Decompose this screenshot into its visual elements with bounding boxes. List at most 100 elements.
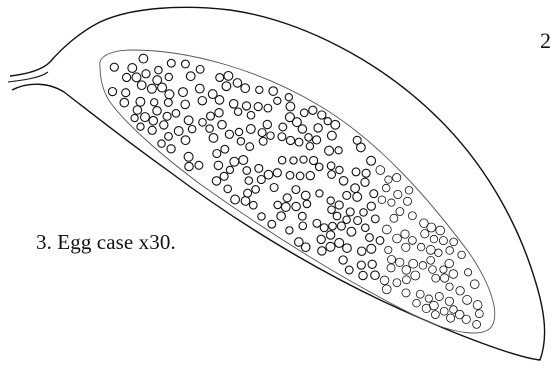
egg [327,197,334,204]
egg [402,276,410,284]
egg [286,136,294,144]
egg [155,66,163,74]
egg [361,178,369,186]
egg [132,73,141,82]
egg [243,167,251,175]
egg [139,54,148,63]
egg [366,234,374,242]
egg [158,140,165,147]
egg [245,177,253,185]
egg [367,156,376,165]
egg [435,292,443,300]
egg [431,311,439,319]
egg [274,201,282,209]
egg [429,266,437,274]
egg [172,109,180,117]
egg [475,310,483,318]
egg [181,100,190,109]
egg [403,197,411,205]
egg [360,209,367,216]
egg [351,184,360,193]
egg [401,230,409,238]
egg [195,84,204,93]
edge-figure-number: 2 [540,30,551,52]
egg [264,104,272,112]
egg [300,109,308,117]
egg [439,237,447,245]
egg [108,87,116,95]
egg [473,301,482,310]
egg [362,169,370,177]
egg [225,130,233,138]
egg [328,171,336,179]
egg [419,262,427,270]
egg [188,125,195,132]
egg [198,96,206,104]
egg [242,102,250,110]
egg [218,120,227,129]
egg [278,133,286,141]
egg [347,227,356,236]
egg [473,320,481,328]
egg [254,103,262,111]
egg [446,283,453,290]
egg [148,126,156,134]
egg [440,274,448,282]
figure-caption: 3. Egg case x30. [36,230,176,255]
egg [432,274,440,282]
egg [449,270,458,279]
egg [167,145,175,153]
egg [425,295,432,302]
egg [346,208,354,216]
egg [234,108,241,115]
egg [394,190,402,198]
egg [167,59,175,67]
egg [335,238,344,247]
egg [295,138,303,146]
egg [367,202,375,210]
egg [326,231,334,239]
egg [255,164,263,172]
egg [226,166,233,173]
egg [209,134,218,143]
egg [249,201,257,209]
egg [396,208,404,216]
egg [324,118,331,125]
egg [241,197,250,206]
egg [215,109,223,117]
egg [259,137,267,145]
inner-membrane-outline [100,50,495,333]
egg [267,132,274,139]
egg [343,191,351,199]
egg [285,94,292,101]
egg [329,222,337,230]
egg [278,156,285,163]
egg [165,90,174,99]
egg [320,224,328,232]
egg [122,89,130,97]
egg [277,212,286,221]
egg [239,156,248,165]
egg [395,258,403,266]
egg [445,259,454,268]
egg [270,184,278,192]
egg [153,107,161,115]
egg [315,163,323,171]
egg [221,145,229,153]
egg [368,260,376,268]
egg [196,65,204,73]
egg [357,261,365,269]
egg [298,212,306,220]
egg [207,112,215,120]
egg [212,177,220,185]
egg [142,70,150,78]
egg [274,97,281,104]
egg [393,234,402,243]
egg [224,71,233,80]
egg [393,279,401,287]
egg [382,225,391,234]
egg [440,266,447,273]
egg [463,295,472,304]
egg [345,266,353,274]
egg [128,64,137,73]
